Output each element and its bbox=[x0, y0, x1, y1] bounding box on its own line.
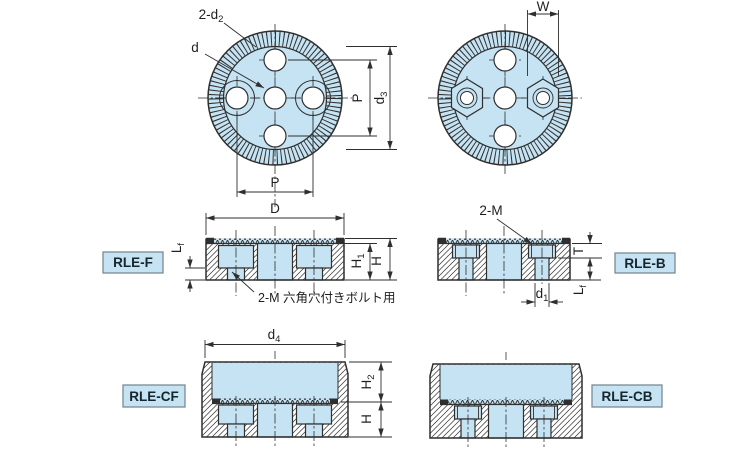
center-hole bbox=[263, 86, 287, 110]
right-thread-lines bbox=[531, 245, 553, 258]
bottom-hole bbox=[263, 124, 287, 148]
dim-label-d4: d4 bbox=[268, 327, 281, 345]
right-rim-tab bbox=[564, 399, 572, 405]
leader-d bbox=[204, 53, 265, 89]
centerlines bbox=[235, 351, 315, 447]
dim-label-d1: d1 bbox=[536, 286, 549, 304]
dim-label-d3: d3 bbox=[372, 92, 390, 105]
badge-rle-cb-label: RLE-CB bbox=[602, 389, 653, 404]
p-right-ext bbox=[288, 59, 377, 137]
dim-label-w: W bbox=[537, 0, 550, 14]
bottom-hole bbox=[493, 124, 517, 148]
dim-label-2m: 2-M bbox=[479, 203, 502, 218]
note-leader bbox=[231, 271, 255, 293]
centerlines bbox=[465, 226, 543, 296]
left-thread-circle bbox=[456, 87, 478, 109]
right-rim-tab bbox=[336, 238, 344, 244]
cap-outline bbox=[201, 361, 349, 438]
left-rim-tab bbox=[212, 398, 220, 404]
left-thread-lines bbox=[455, 245, 477, 258]
right-thread-lines bbox=[533, 406, 555, 419]
cap-inner-walls bbox=[211, 362, 339, 399]
dim-label-h: H bbox=[369, 256, 384, 266]
cap-outline bbox=[429, 363, 583, 439]
badge-rle-f bbox=[102, 251, 164, 274]
right-rim-tab bbox=[562, 238, 570, 244]
dim-label-lf: Lf bbox=[571, 285, 589, 296]
lf-ext bbox=[185, 267, 205, 281]
t-lf-ext bbox=[558, 243, 602, 281]
left-hole bbox=[225, 86, 249, 110]
top-hole bbox=[263, 48, 287, 72]
dim-label-h2: H2 bbox=[359, 374, 377, 389]
dim-label-lf: Lf bbox=[169, 243, 187, 254]
badge-rle-cf-label: RLE-CF bbox=[129, 389, 179, 404]
leader-2m bbox=[496, 218, 533, 245]
cap-cavity bbox=[212, 362, 338, 399]
centerlines bbox=[467, 352, 545, 448]
dim-label-p-right: P bbox=[350, 93, 365, 102]
right-thread-circle bbox=[532, 87, 554, 109]
front-view-rle-b: W bbox=[428, 0, 582, 176]
dim-label-h1: H1 bbox=[349, 253, 367, 268]
dim-label-D: D bbox=[270, 201, 280, 216]
section-rle-b: 2-M T Lf d1 RLE-B bbox=[437, 203, 676, 307]
left-rim-tab bbox=[440, 399, 448, 405]
cap-inner-walls bbox=[439, 364, 573, 400]
bolt-note: 2-M 六角穴付きボルト用 bbox=[258, 290, 396, 305]
badge-rle-f-label: RLE-F bbox=[113, 255, 153, 270]
dim-label-2d2: 2-d2 bbox=[199, 7, 224, 25]
right-thread-hole bbox=[536, 91, 550, 105]
dim-label-h: H bbox=[359, 414, 374, 424]
cap-cavity bbox=[440, 364, 572, 400]
left-thread-hole bbox=[460, 91, 474, 105]
badge-rle-b bbox=[614, 252, 676, 274]
dim-label-d: d bbox=[191, 40, 199, 55]
left-rim-tab bbox=[206, 238, 214, 244]
right-rim-tab bbox=[330, 398, 338, 404]
section-rle-f: D Lf H1 H 2-M 六角穴付きボルト用 RLE-F bbox=[102, 201, 397, 305]
badge-rle-cf bbox=[122, 384, 186, 408]
leader-2d2 bbox=[223, 22, 257, 48]
p-bottom-ext bbox=[236, 113, 314, 197]
left-thread-lines bbox=[457, 406, 479, 419]
section-rle-cf: d4 H2 H RLE-CF bbox=[122, 327, 392, 447]
right-hole bbox=[301, 86, 325, 110]
centerlines bbox=[235, 226, 315, 296]
front-view-rle-f: 2-d2 d P d3 P bbox=[191, 7, 397, 207]
top-hole bbox=[493, 48, 517, 72]
badge-rle-b-label: RLE-B bbox=[624, 256, 665, 271]
badge-rle-cb bbox=[591, 384, 663, 408]
dim-label-t: T bbox=[571, 247, 586, 255]
left-rim-tab bbox=[438, 238, 446, 244]
center-hole bbox=[493, 86, 517, 110]
section-rle-cb: RLE-CB bbox=[429, 352, 663, 448]
w-ext bbox=[527, 10, 559, 76]
dim-label-p-bottom: P bbox=[270, 175, 279, 190]
